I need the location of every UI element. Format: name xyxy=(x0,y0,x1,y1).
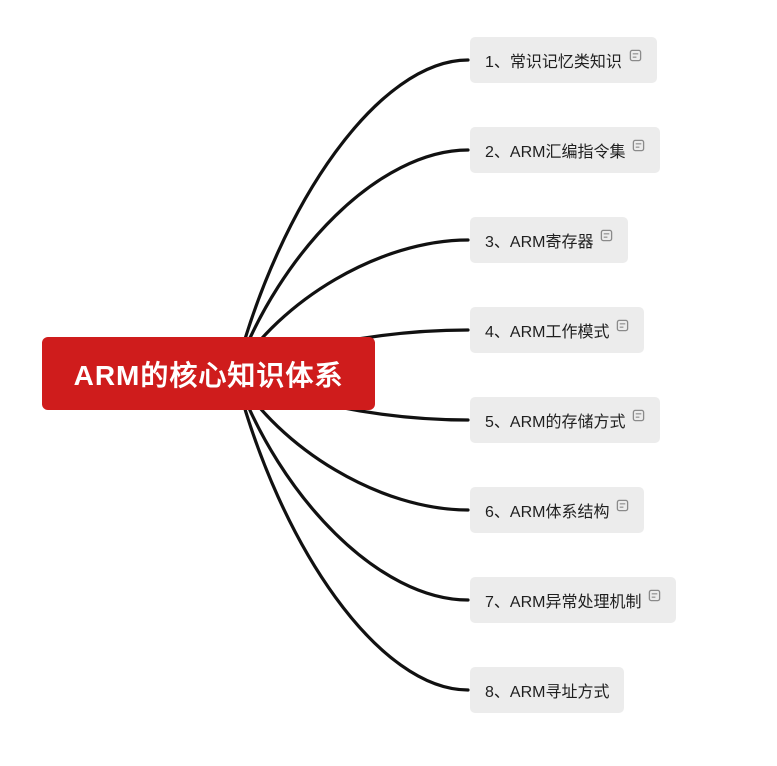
branch-connector xyxy=(233,372,470,602)
topic-label: 8、ARM寻址方式 xyxy=(485,684,610,701)
branch-connector xyxy=(233,372,470,692)
notes-icon[interactable] xyxy=(616,499,629,512)
root-topic-label: ARM的核心知识体系 xyxy=(73,359,344,391)
topic-label: 3、ARM寄存器 xyxy=(485,234,594,251)
topic-node[interactable]: 1、常识记忆类知识 xyxy=(470,37,657,83)
notes-icon[interactable] xyxy=(616,319,629,332)
topic-label: 5、ARM的存储方式 xyxy=(485,414,626,431)
topic-node[interactable]: 4、ARM工作模式 xyxy=(470,307,645,353)
topic-node[interactable]: 2、ARM汇编指令集 xyxy=(470,127,661,173)
topic-node[interactable]: 6、ARM体系结构 xyxy=(470,487,645,533)
topic-node[interactable]: 7、ARM异常处理机制 xyxy=(470,577,677,623)
branch-connector xyxy=(233,58,470,376)
topic-node[interactable]: 3、ARM寄存器 xyxy=(470,217,629,263)
topic-label: 4、ARM工作模式 xyxy=(485,324,610,341)
topic-node[interactable]: 5、ARM的存储方式 xyxy=(470,397,661,443)
notes-icon[interactable] xyxy=(629,49,642,62)
topic-label: 1、常识记忆类知识 xyxy=(485,54,622,71)
root-topic[interactable]: ARM的核心知识体系 xyxy=(42,337,375,410)
notes-icon[interactable] xyxy=(632,139,645,152)
branch-connector xyxy=(233,148,470,376)
topic-node[interactable]: 8、ARM寻址方式 xyxy=(470,667,625,713)
notes-icon[interactable] xyxy=(600,229,613,242)
topic-label: 7、ARM异常处理机制 xyxy=(485,594,642,611)
topic-label: 6、ARM体系结构 xyxy=(485,504,610,521)
notes-icon[interactable] xyxy=(632,409,645,422)
notes-icon[interactable] xyxy=(648,589,661,602)
topic-label: 2、ARM汇编指令集 xyxy=(485,144,626,161)
